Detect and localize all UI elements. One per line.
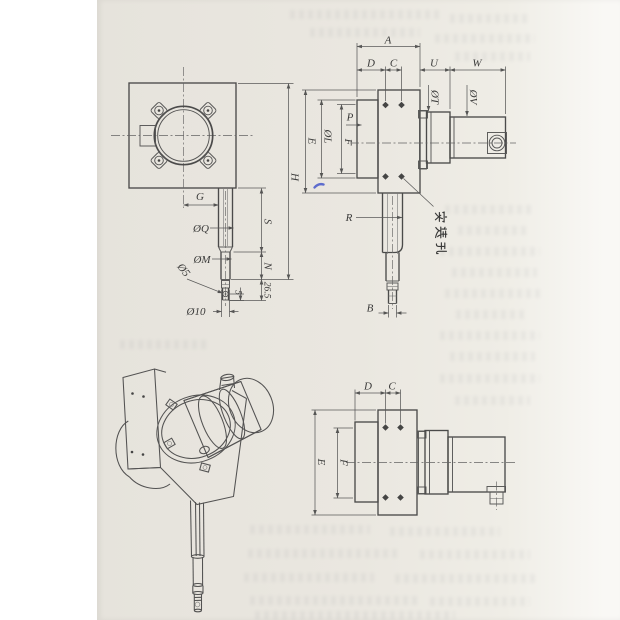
dim-label-f-2: F — [338, 458, 350, 466]
mounting-hole-annotation-glyphs — [434, 211, 448, 255]
motor-body-2 — [447, 436, 506, 493]
side-view-top: A D C U W ØT ØV — [302, 35, 516, 318]
dim-label-n: N — [262, 261, 274, 270]
front-output-shaft — [217, 188, 234, 306]
iso-left-face — [122, 368, 162, 470]
dim-label-b: B — [367, 303, 374, 315]
dim-label-w: W — [472, 58, 482, 70]
dim-label-h: H — [289, 172, 301, 182]
flange-ring-inner — [157, 109, 210, 162]
flange-side-2 — [354, 421, 379, 503]
dim-label-5: 5 — [233, 290, 243, 295]
dim-label-phi-t: ØT — [429, 89, 441, 105]
dim-label-f-top: F — [342, 138, 354, 146]
mounting-hole-annotation: 安装孔 — [403, 178, 448, 255]
side-top-dimensions: A D C U W ØT ØV — [302, 35, 506, 318]
clamp-bottom-left — [150, 152, 168, 169]
iso-flange-rings — [156, 394, 236, 464]
dim-label-p: P — [346, 112, 354, 124]
front-dimensions: G ØQ ØM Ø5 Ø10 5 — [174, 83, 301, 318]
plate-side — [377, 89, 421, 194]
dim-label-e-top: E — [306, 137, 318, 145]
dim-label-a: A — [384, 35, 392, 47]
dim-label-c-2: C — [388, 381, 396, 393]
dim-label-phi-10: Ø10 — [186, 306, 206, 318]
side-bottom-dimensions: D C E F — [311, 381, 401, 516]
blue-pen-mark — [313, 182, 325, 189]
dim-label-phi-v: ØV — [467, 89, 479, 106]
dim-label-e-2: E — [315, 458, 327, 466]
iso-output-shaft — [189, 500, 205, 613]
dim-label-d: D — [366, 58, 375, 70]
iso-box-edges — [127, 398, 248, 506]
dim-label-26-5: 26.5 — [262, 282, 272, 299]
keyway-block — [139, 125, 156, 147]
motor-body — [449, 116, 507, 159]
gear-housing — [425, 111, 451, 164]
clamp-bottom-right — [199, 152, 217, 169]
isometric-view — [115, 368, 275, 613]
dim-label-s: S — [262, 219, 274, 225]
mounting-holes-2 — [382, 424, 404, 501]
connector-bottom — [486, 481, 506, 510]
front-view: G ØQ ØM Ø5 Ø10 5 — [111, 67, 301, 318]
side-view-bottom: D C E F — [311, 381, 516, 516]
mounting-holes — [382, 101, 405, 180]
flange-side — [356, 99, 379, 179]
dim-label-u: U — [430, 58, 439, 70]
dim-label-r: R — [345, 212, 353, 224]
side-output-shaft — [381, 193, 404, 309]
dim-label-phi-q: ØQ — [192, 223, 209, 235]
dim-label-phi-m: ØM — [192, 254, 211, 266]
iso-top-connector — [218, 373, 236, 391]
dim-label-c: C — [390, 58, 398, 70]
clamp-top-right — [199, 102, 217, 119]
paper-sheet — [97, 0, 620, 620]
clamp-top-left — [150, 102, 168, 119]
iso-side-boss — [115, 420, 130, 478]
flange-ring-outer — [153, 105, 214, 166]
dim-label-phi-l: ØL — [322, 128, 334, 143]
dim-label-phi-5: Ø5 — [174, 260, 193, 279]
dim-label-d-2: D — [363, 381, 372, 393]
dim-label-g: G — [196, 191, 204, 203]
